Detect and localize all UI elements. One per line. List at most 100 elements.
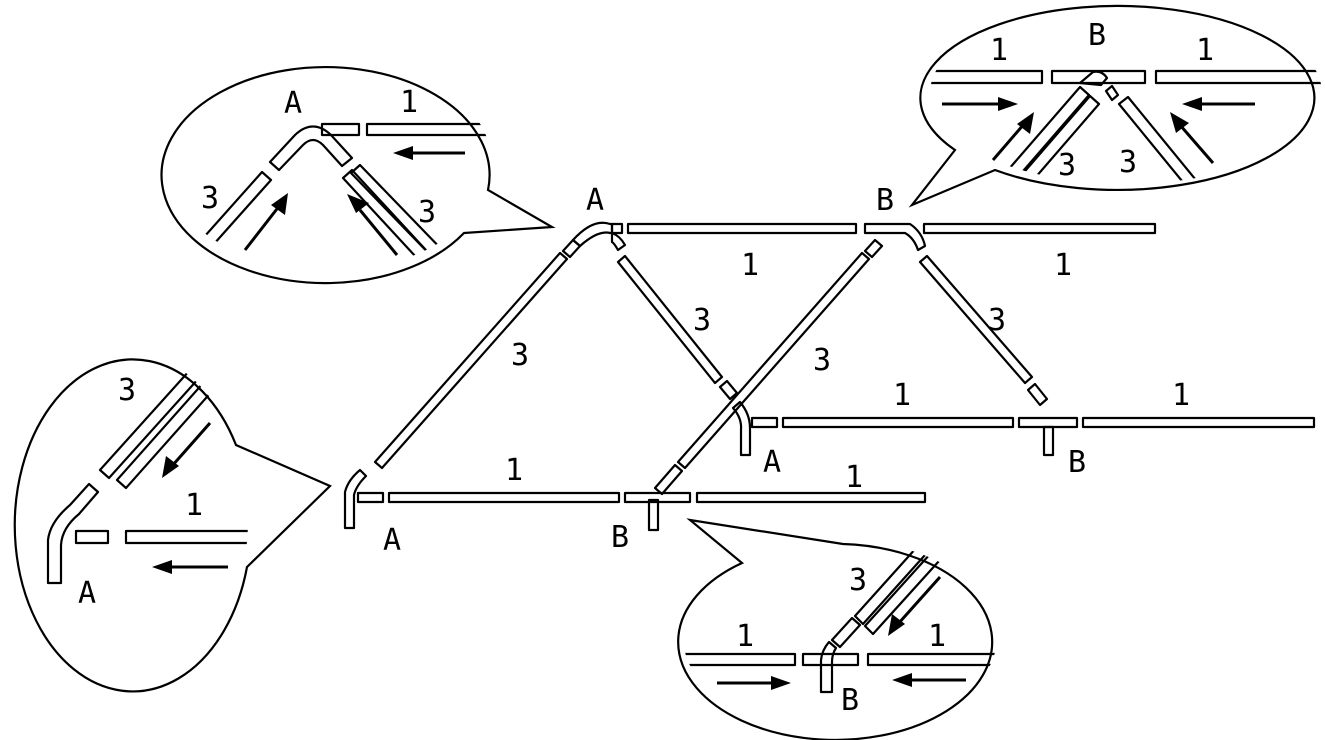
arrowhead-icon bbox=[393, 146, 413, 160]
arrow-up-right-icon bbox=[991, 123, 1026, 161]
member-label-1: 1 bbox=[1054, 248, 1072, 283]
node-label-b: B bbox=[841, 683, 859, 718]
node-label-b: B bbox=[1088, 18, 1106, 53]
member-label-1: 1 bbox=[990, 33, 1008, 68]
member-label-3: 3 bbox=[1119, 145, 1137, 180]
arrow-up-right-icon bbox=[243, 204, 282, 251]
member-1-segment bbox=[365, 122, 492, 137]
member-3-segment bbox=[718, 379, 739, 401]
member-1-segment bbox=[610, 222, 624, 235]
node-label-b: B bbox=[876, 183, 894, 218]
member-3-segment bbox=[1117, 95, 1202, 184]
member-1-segment bbox=[801, 652, 860, 667]
node-label-a: A bbox=[78, 576, 96, 611]
diagonal-member-3-left bbox=[373, 238, 582, 470]
node-label-b: B bbox=[1068, 445, 1086, 480]
arrowhead-icon bbox=[1170, 112, 1189, 133]
member-label-1: 1 bbox=[505, 453, 523, 488]
node-label-a: A bbox=[763, 445, 781, 480]
member-1-segment bbox=[930, 69, 1044, 85]
apex-joint-a-right bbox=[610, 231, 627, 252]
member-label-3: 3 bbox=[118, 373, 136, 408]
member-3-segment bbox=[863, 540, 960, 636]
member-3-segment bbox=[993, 85, 1091, 184]
arrowhead-icon bbox=[998, 97, 1018, 111]
arrowhead-icon bbox=[271, 193, 288, 215]
member-label-1: 1 bbox=[400, 85, 418, 120]
member-3-segment bbox=[853, 540, 945, 626]
member-label-3: 3 bbox=[201, 181, 219, 216]
main-truss: A B A B A B 1 1 1 1 1 1 3 3 3 3 bbox=[343, 183, 1316, 558]
apex-joint-b bbox=[863, 222, 927, 252]
member-label-1: 1 bbox=[845, 460, 863, 495]
member-label-3: 3 bbox=[813, 343, 831, 378]
member-1-segment bbox=[695, 491, 927, 504]
callout-bubble bbox=[160, 66, 556, 285]
diagonal-member-3-middle bbox=[653, 238, 884, 496]
member-3-segment bbox=[616, 254, 724, 385]
member-1-segment bbox=[866, 652, 997, 667]
member-label-3: 3 bbox=[988, 303, 1006, 338]
member-label-1: 1 bbox=[736, 619, 754, 654]
arrowhead-icon bbox=[892, 673, 912, 687]
member-label-1: 1 bbox=[185, 488, 203, 523]
arrowhead-icon bbox=[1182, 97, 1202, 111]
member-1-segment bbox=[683, 652, 797, 667]
member-label-1: 1 bbox=[1172, 378, 1190, 413]
member-1-segment bbox=[1081, 416, 1316, 429]
callout-apex-a: A 1 3 3 bbox=[160, 66, 556, 285]
member-1-segment bbox=[781, 416, 1015, 429]
apex-joint-a bbox=[268, 125, 354, 172]
callout-bubble bbox=[13, 358, 332, 693]
member-label-3: 3 bbox=[418, 195, 436, 230]
member-3-segment bbox=[373, 251, 569, 470]
arrow-up-left-icon bbox=[358, 209, 399, 256]
member-1-segment bbox=[922, 222, 1157, 235]
member-3-segment bbox=[178, 238, 223, 271]
arrow-up-left-icon bbox=[1178, 124, 1215, 164]
support-post-a-lower bbox=[343, 468, 368, 530]
member-label-1: 1 bbox=[1196, 33, 1214, 68]
member-1-segment bbox=[626, 222, 858, 235]
arrowhead-icon bbox=[162, 456, 179, 478]
arrowhead-icon bbox=[347, 194, 369, 213]
member-3-segment bbox=[1011, 94, 1101, 184]
member-label-3: 3 bbox=[1058, 148, 1076, 183]
arrowhead-icon bbox=[152, 560, 172, 574]
node-label-b: B bbox=[611, 520, 629, 555]
member-label-3: 3 bbox=[849, 563, 867, 598]
member-3-segment bbox=[1026, 382, 1049, 407]
member-3-segment bbox=[830, 616, 862, 649]
support-post-b-middle bbox=[1042, 425, 1055, 457]
node-label-a: A bbox=[586, 183, 604, 218]
callout-lower-a: 3 1 A bbox=[13, 358, 332, 693]
member-1-segment bbox=[750, 416, 779, 429]
support-post-b-lower bbox=[647, 498, 660, 532]
callout-bubble bbox=[908, 4, 1316, 208]
member-label-1: 1 bbox=[928, 619, 946, 654]
member-3-segment bbox=[676, 251, 871, 470]
member-3-segment bbox=[918, 254, 1034, 385]
callout-apex-b: B 1 1 3 3 bbox=[908, 4, 1322, 208]
member-label-1: 1 bbox=[741, 248, 759, 283]
support-post-a-middle bbox=[731, 400, 752, 457]
callout-lower-b: 3 1 1 B bbox=[677, 518, 997, 740]
member-1-segment bbox=[356, 491, 385, 504]
member-1-segment bbox=[387, 491, 621, 504]
member-3-segment bbox=[653, 463, 684, 496]
support-post-b bbox=[819, 640, 838, 694]
member-1-segment bbox=[124, 529, 248, 545]
node-label-a: A bbox=[284, 86, 302, 121]
arrowhead-icon bbox=[888, 614, 905, 636]
apex-joint-b bbox=[1078, 70, 1109, 87]
member-label-3: 3 bbox=[693, 303, 711, 338]
member-1-segment bbox=[1017, 416, 1079, 429]
upper-bottom-chord bbox=[750, 416, 1316, 429]
member-3-segment bbox=[1104, 84, 1120, 102]
support-post-a bbox=[46, 482, 100, 585]
top-chord bbox=[610, 222, 1157, 235]
diagonal-member-3-a-right bbox=[616, 254, 739, 401]
member-label-1: 1 bbox=[893, 378, 911, 413]
